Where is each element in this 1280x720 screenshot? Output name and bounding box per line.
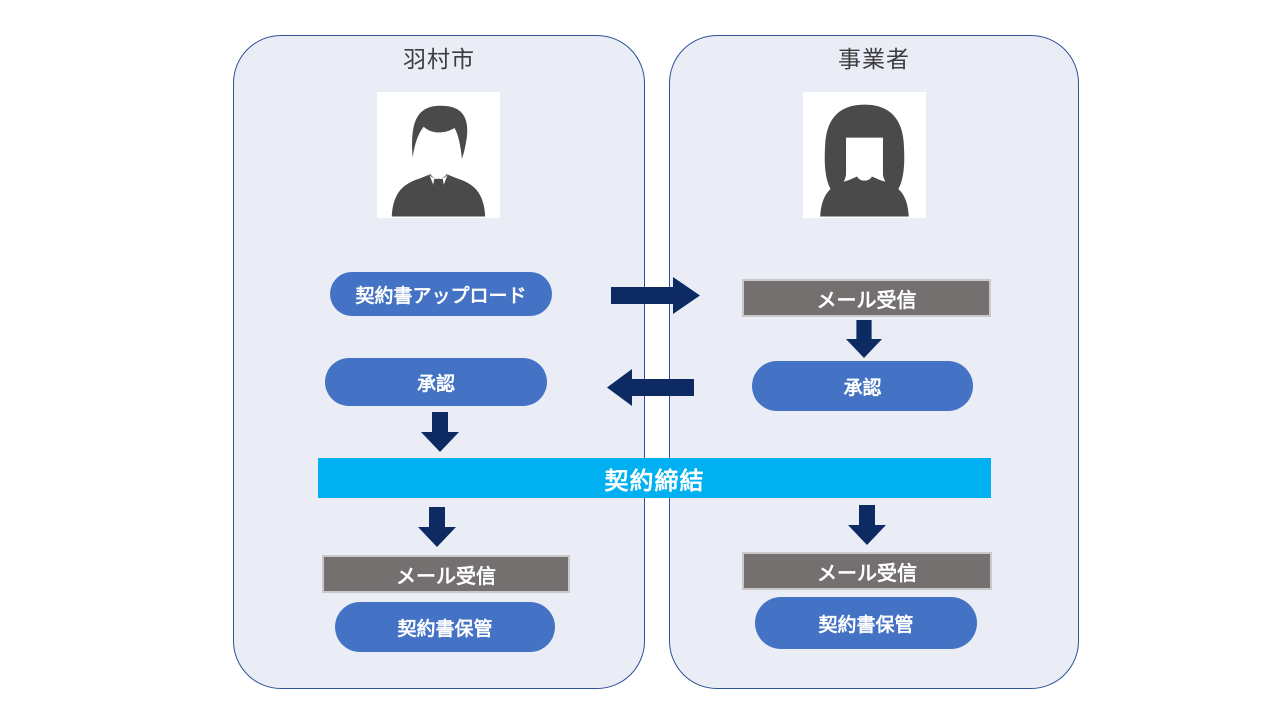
female-person-icon <box>803 93 926 217</box>
operator-store-contract-step: 契約書保管 <box>755 597 977 649</box>
hamura-city-title: 羽村市 <box>403 46 475 72</box>
city-staff-avatar <box>377 92 500 218</box>
arrow-left-icon <box>607 368 694 407</box>
down-arrow-icon <box>418 506 456 548</box>
city-mail-received-step: メール受信 <box>322 555 570 593</box>
down-arrow-icon <box>845 320 883 358</box>
upload-contract-step: 契約書アップロード <box>330 272 552 316</box>
arrow-right-icon <box>611 276 701 315</box>
down-arrow-icon <box>848 505 886 545</box>
operator-staff-avatar <box>803 92 926 218</box>
operator-mail-received-bottom-step: メール受信 <box>742 552 992 590</box>
operator-approve-step: 承認 <box>752 361 973 411</box>
contract-conclusion-banner: 契約締結 <box>318 458 991 498</box>
city-approve-step: 承認 <box>325 358 547 406</box>
male-person-icon <box>377 93 500 217</box>
operator-mail-received-step: メール受信 <box>742 279 991 317</box>
down-arrow-icon <box>421 412 459 452</box>
business-operator-title: 事業者 <box>838 46 910 72</box>
city-store-contract-step: 契約書保管 <box>335 602 555 652</box>
